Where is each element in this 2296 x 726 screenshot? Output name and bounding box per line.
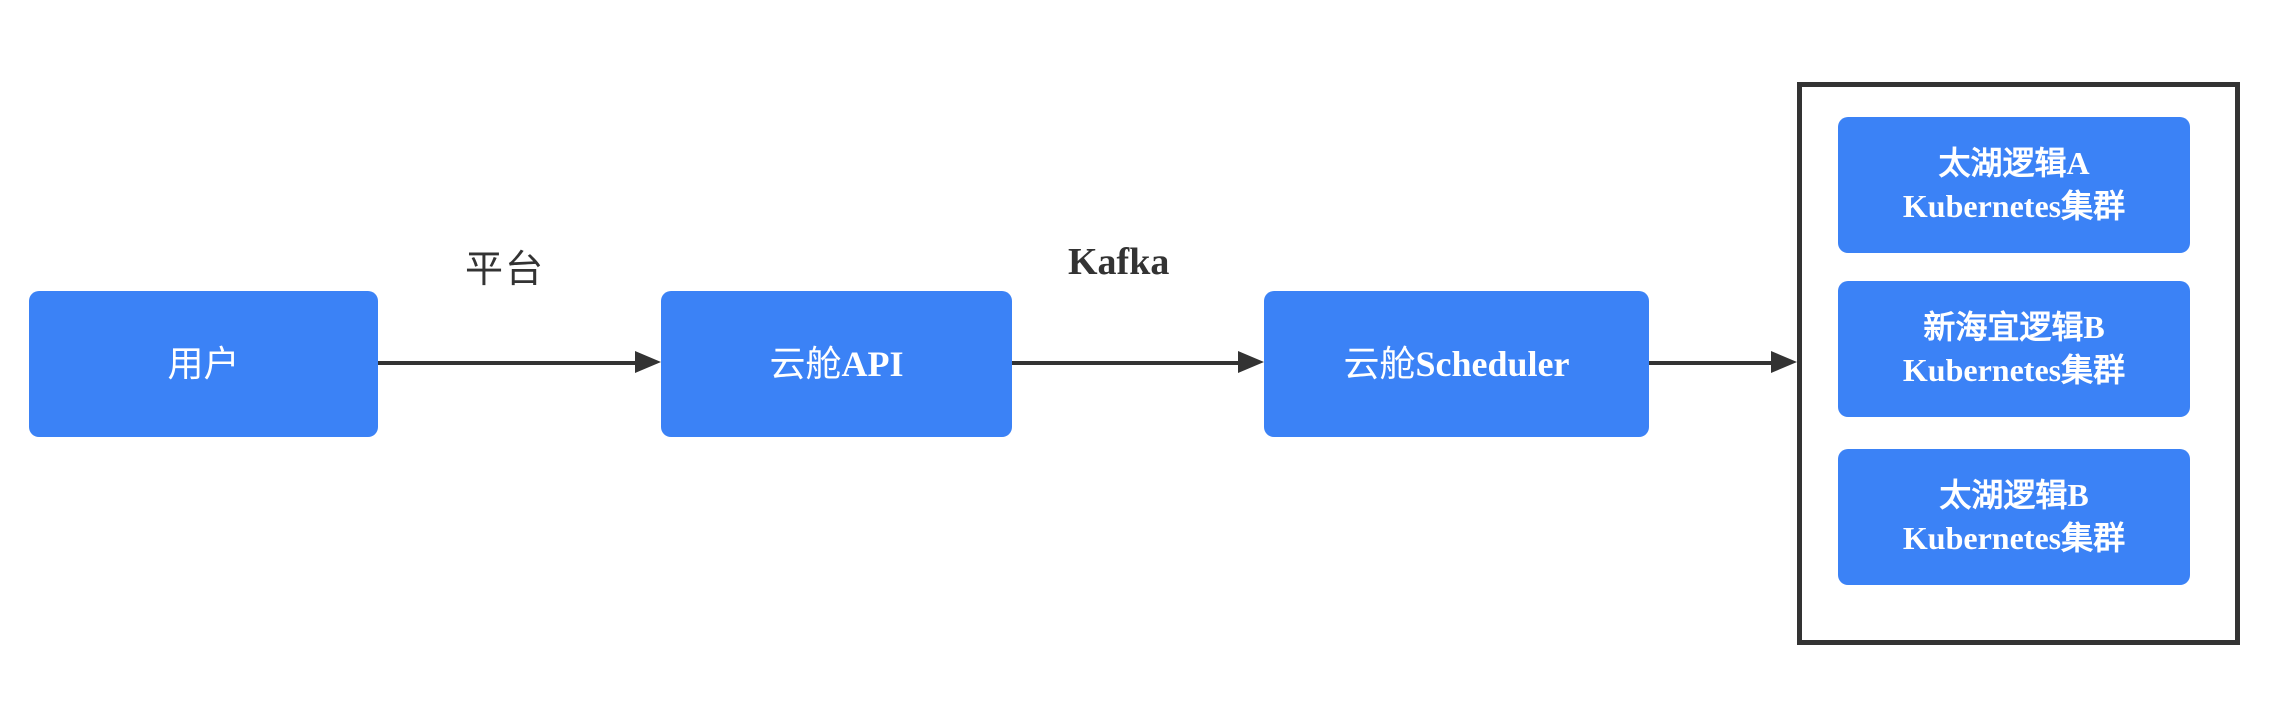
cluster-label-line1: 太湖逻辑A	[1938, 145, 2090, 182]
arrowhead-icon	[1238, 351, 1264, 373]
arrow-user-to-api	[378, 351, 661, 373]
node-api-label-latin: API	[841, 343, 904, 384]
cluster-label-line2: Kubernetes集群	[1902, 188, 2126, 224]
cluster-label-line1: 新海宜逻辑B	[1923, 309, 2105, 346]
cluster-label-line2: Kubernetes集群	[1902, 520, 2126, 556]
arrow-scheduler-to-clusters	[1649, 351, 1797, 373]
edge-label-platform: 平台	[465, 249, 546, 291]
cluster-node-xinhaiyi-b[interactable]: 新海宜逻辑B Kubernetes集群	[1838, 281, 2190, 417]
cluster-node-taihu-a[interactable]: 太湖逻辑A Kubernetes集群	[1838, 117, 2190, 253]
node-yuncang-scheduler[interactable]: 云舱 Scheduler	[1264, 291, 1649, 437]
arrowhead-icon	[635, 351, 661, 373]
cluster-group-container: 太湖逻辑A Kubernetes集群 新海宜逻辑B Kubernetes集群 太…	[1797, 82, 2240, 645]
node-scheduler-label-cjk: 云舱	[1343, 343, 1416, 384]
node-scheduler-label-latin: Scheduler	[1415, 343, 1570, 384]
node-yuncang-api[interactable]: 云舱 API	[661, 291, 1012, 437]
cluster-label-line1: 太湖逻辑B	[1939, 477, 2089, 514]
arrow-shaft	[1012, 361, 1238, 365]
node-user[interactable]: 用户	[29, 291, 378, 437]
arrow-shaft	[1649, 361, 1771, 365]
arrow-shaft	[378, 361, 635, 365]
arrowhead-icon	[1771, 351, 1797, 373]
node-user-label: 用户	[167, 343, 240, 384]
cluster-label-line2: Kubernetes集群	[1902, 352, 2126, 388]
edge-label-kafka: Kafka	[1068, 241, 1170, 283]
arrow-api-to-scheduler	[1012, 351, 1264, 373]
node-api-label-cjk: 云舱	[769, 343, 842, 384]
cluster-node-taihu-b[interactable]: 太湖逻辑B Kubernetes集群	[1838, 449, 2190, 585]
